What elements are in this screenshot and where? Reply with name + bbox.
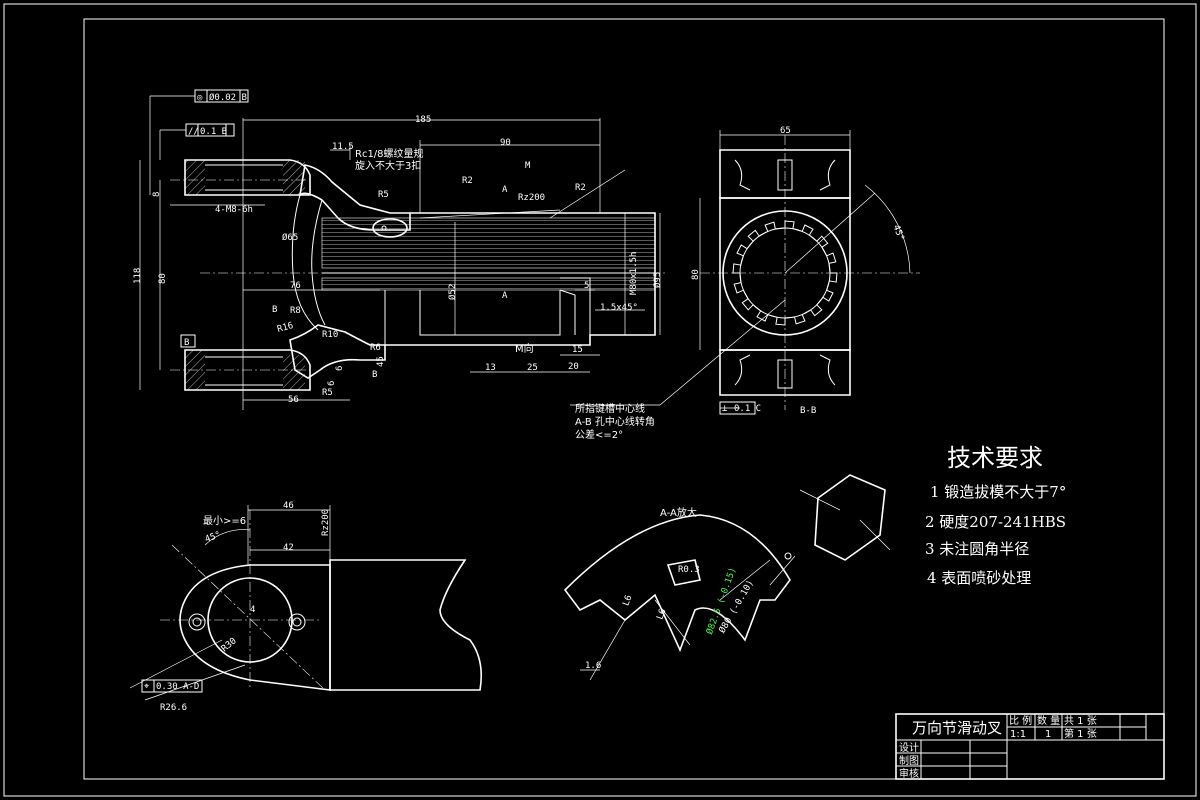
tech-req-item: 3 未注圆角半径 (925, 540, 1029, 558)
tech-req-item: 2 硬度207-241HBS (925, 513, 1066, 531)
inner-frame (83, 18, 1165, 780)
dim-chamfer: 1.5x45° (600, 303, 638, 313)
tol-perp-symbol: ⊥ (722, 404, 728, 414)
section-dim-l6a: L6 (621, 594, 634, 608)
thread-note-1: Rc1/8螺纹量规 (355, 147, 424, 160)
side-dim-45deg: 45° (891, 224, 906, 243)
section-title: A-A放大 (660, 506, 697, 519)
dim-r5-b: R5 (322, 388, 333, 398)
tol-concentric: Ø0.02 B (209, 92, 247, 103)
thread-note-2: 旋入不大于3扣 (355, 159, 421, 172)
detail-dim-r26: R26.6 (160, 703, 187, 713)
dim-13: 13 (485, 363, 496, 373)
side-dim-80: 80 (691, 269, 701, 280)
section-a-bot: A (502, 291, 508, 301)
detail-dim-45deg: 45° (204, 530, 223, 545)
tol-parallel-symbol: // (188, 127, 199, 137)
dim-r2-b: R2 (575, 183, 586, 193)
dim-25: 25 (527, 363, 538, 373)
tech-req-item: 1 锻造拔模不大于7° (930, 483, 1066, 501)
dim-dia95: Ø95 (652, 272, 663, 288)
row-design: 设计 (899, 741, 919, 754)
dim-76: 76 (290, 281, 301, 291)
tol-perp: 0.1 C (734, 404, 761, 414)
dim-dia52: Ø52 (447, 284, 458, 300)
scale-label: 比 例 (1009, 714, 1032, 727)
datum-b: B (184, 338, 189, 348)
tech-req-item: 4 表面喷砂处理 (927, 569, 1031, 587)
dim-m80: M80x1.5h (629, 252, 639, 295)
dim-r16: R16 (276, 321, 294, 335)
label-m: M (525, 161, 531, 171)
dim-r2-a: R2 (462, 176, 473, 186)
dim-118: 118 (133, 268, 143, 284)
dim-r8: R8 (290, 306, 301, 316)
detail-dim-min6: 最小>=6 (203, 515, 246, 527)
detail-dim-42: 42 (283, 543, 294, 553)
dim-56: 56 (288, 395, 299, 405)
side-view: 65 80 45° B-B ⊥ 0.1 C (691, 126, 920, 416)
section-dim-r03: R0.3 (678, 565, 700, 575)
qty-value: 1 (1045, 729, 1051, 740)
detail-dim-46: 46 (283, 501, 294, 511)
tech-req-heading: 技术要求 (947, 444, 1043, 472)
tol-concentric-symbol: ◎ (197, 93, 203, 103)
outer-frame (3, 3, 1197, 797)
spline-note-3: 公差<=2° (575, 428, 623, 441)
dim-dia65: Ø65 (282, 232, 298, 243)
dim-185: 185 (415, 115, 431, 125)
dim-8: 8 (152, 192, 162, 197)
side-dim-65: 65 (780, 126, 791, 136)
section-view: A-A放大 R0.3 L6 L6 1.6 Ø82.5 (-0.15) Ø80 (… (563, 474, 891, 681)
dim-20: 20 (568, 362, 579, 372)
detail-view: 46 42 Rz200 45° 最小>=6 4 R30 R26.6 ⌖ 0.30… (129, 501, 483, 713)
dim-90: 90 (500, 138, 511, 148)
title-block: 万向节滑动叉 比 例 1:1 数 量 1 共 1 张 第 1 张 设计 制图 审… (895, 713, 1165, 780)
spline-teeth (732, 220, 838, 326)
label-b1: B (272, 305, 277, 315)
dim-15: 15 (572, 345, 583, 355)
dim-thread: 4-M8-6h (215, 205, 253, 215)
label-m-dir: M向 (515, 342, 534, 355)
part-name: 万向节滑动叉 (912, 719, 1002, 737)
row-draw: 制图 (899, 754, 919, 767)
section-a-top: A (502, 185, 508, 195)
dim-rz200: Rz200 (518, 193, 545, 203)
detail-dim-rz200: Rz200 (321, 509, 331, 536)
tol-pos: 0.30 A-D (156, 682, 199, 692)
dim-r6: R6 (370, 343, 381, 353)
dim-6: 6 (335, 366, 345, 371)
section-dim-16: 1.6 (585, 661, 601, 671)
tech-requirements: 技术要求 1 锻造拔模不大于7° 2 硬度207-241HBS 3 未注圆角半径… (925, 444, 1066, 587)
spline-note-2: A-B 孔中心线转角 (575, 415, 655, 428)
qty-label: 数 量 (1037, 714, 1060, 727)
tol-pos-symbol: ⌖ (144, 682, 149, 692)
spline-note-1: 所指键槽中心线 (575, 402, 645, 415)
tol-parallel: 0.1 B (200, 127, 227, 137)
dim-6-b: 6 (327, 381, 337, 386)
section-dim-l6b: L6 (655, 607, 668, 621)
detail-dim-4: 4 (250, 605, 255, 615)
dim-5: 5 (584, 281, 589, 291)
side-label: B-B (800, 406, 816, 416)
main-view: 185 90 11.5 R2 R2 Rz200 R5 Ø65 80 118 76… (133, 89, 786, 441)
sheet-total: 共 1 张 (1064, 715, 1097, 727)
dim-80: 80 (158, 273, 168, 284)
dim-r5: R5 (378, 190, 389, 200)
spline-profile (732, 220, 838, 326)
sheet-num: 第 1 张 (1064, 727, 1097, 740)
dim-r10: R10 (322, 330, 338, 340)
dim-45: 45 (376, 356, 386, 367)
dim-11-5: 11.5 (332, 142, 354, 152)
scale-value: 1:1 (1010, 729, 1026, 740)
label-b2: B (372, 370, 377, 380)
row-check: 审核 (899, 767, 919, 780)
